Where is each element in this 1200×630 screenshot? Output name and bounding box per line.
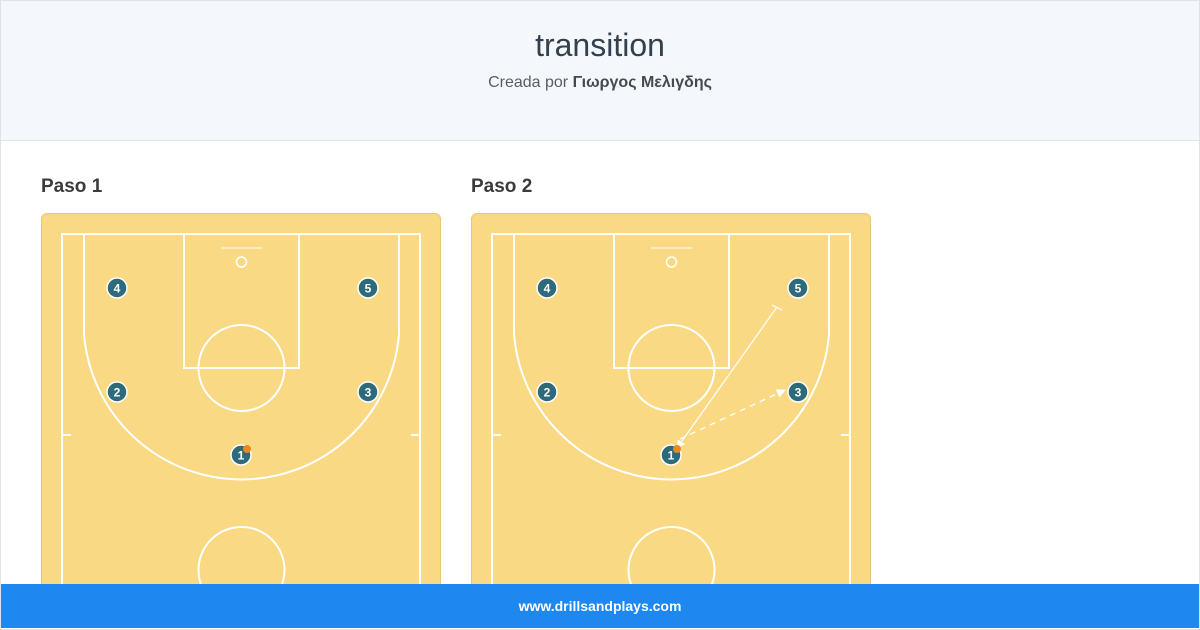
player-label: 4 bbox=[544, 282, 551, 296]
player-1: 1 bbox=[660, 444, 682, 466]
player-label: 5 bbox=[795, 282, 802, 296]
player-1: 1 bbox=[230, 444, 252, 466]
footer-bar: www.drillsandplays.com bbox=[1, 584, 1199, 628]
player-label: 5 bbox=[365, 282, 372, 296]
court-diagram: 4 5 2 3 1 bbox=[491, 233, 851, 594]
step-1-title: Paso 1 bbox=[41, 176, 103, 197]
player-4: 4 bbox=[536, 277, 558, 299]
rim bbox=[235, 256, 248, 268]
court-lines bbox=[61, 233, 421, 594]
player-2: 2 bbox=[106, 381, 128, 403]
site-link[interactable]: www.drillsandplays.com bbox=[518, 598, 682, 614]
player-4: 4 bbox=[106, 277, 128, 299]
player-label: 2 bbox=[544, 386, 551, 400]
pass-arrow bbox=[679, 389, 786, 440]
player-label: 4 bbox=[114, 282, 121, 296]
screen-tick bbox=[771, 304, 783, 311]
created-by-label: Creada por bbox=[488, 74, 569, 91]
player-label: 3 bbox=[365, 386, 372, 400]
player-label: 1 bbox=[238, 449, 245, 463]
court-diagram: 4 5 2 3 1 bbox=[61, 233, 421, 594]
ball-icon bbox=[243, 445, 251, 453]
step-2-court[interactable]: 4 5 2 3 1 bbox=[471, 213, 871, 595]
player-3: 3 bbox=[787, 381, 809, 403]
step-1-court[interactable]: 4 5 2 3 1 bbox=[41, 213, 441, 595]
ball-icon bbox=[673, 445, 681, 453]
cut-arrow bbox=[676, 306, 778, 449]
player-5: 5 bbox=[357, 277, 379, 299]
player-label: 3 bbox=[795, 386, 802, 400]
play-title: transition bbox=[535, 27, 665, 63]
player-5: 5 bbox=[787, 277, 809, 299]
player-2: 2 bbox=[536, 381, 558, 403]
court-lines bbox=[491, 233, 851, 594]
author-name[interactable]: Γιωργος Μελιγδης bbox=[572, 74, 712, 91]
player-3: 3 bbox=[357, 381, 379, 403]
step-2-title: Paso 2 bbox=[471, 176, 533, 197]
player-label: 1 bbox=[668, 449, 675, 463]
rim bbox=[665, 256, 678, 268]
player-label: 2 bbox=[114, 386, 121, 400]
byline: Creada por Γιωργος Μελιγδης bbox=[1, 74, 1199, 92]
page-header: transition Creada por Γιωργος Μελιγδης bbox=[1, 1, 1199, 141]
